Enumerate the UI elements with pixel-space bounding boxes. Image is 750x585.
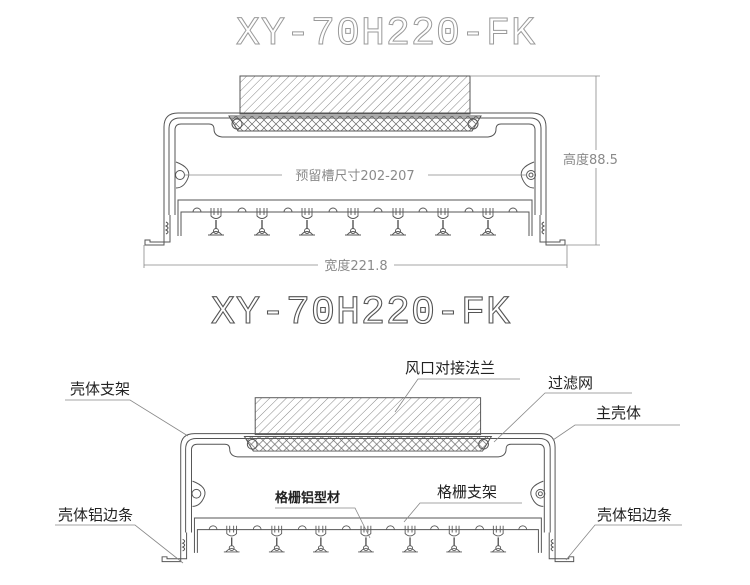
- leader-grille-profile: [275, 507, 371, 539]
- leader-shell-bracket: [65, 399, 189, 437]
- top-title: XY-70H220-FK: [236, 12, 536, 57]
- leader-filter: [493, 392, 632, 443]
- label-grille-profile: 格栅铝型材: [275, 490, 340, 506]
- leader-grille-bracket: [403, 502, 522, 523]
- label-filter: 过滤网: [548, 374, 593, 392]
- label-edge-strip-left: 壳体铝边条: [58, 506, 133, 524]
- leader-flange: [394, 378, 520, 413]
- leader-edge-strip-right: [565, 524, 682, 561]
- bottom-cross-section: [162, 398, 574, 562]
- label-shell-bracket: 壳体支架: [70, 380, 130, 398]
- slot-dimension-label: 预留槽尺寸202-207: [295, 169, 414, 184]
- leader-edge-strip-left: [55, 524, 184, 564]
- width-dimension-label: 宽度221.8: [324, 258, 387, 274]
- height-dimension-label: 高度88.5: [563, 152, 618, 168]
- label-edge-strip-right: 壳体铝边条: [597, 506, 672, 524]
- label-main-shell: 主壳体: [596, 404, 641, 422]
- top-cross-section: [145, 76, 565, 245]
- bottom-title: XY-70H220-FK: [211, 291, 511, 336]
- label-grille-bracket: 格栅支架: [437, 483, 497, 501]
- label-flange: 风口对接法兰: [405, 359, 495, 377]
- leader-main-shell: [552, 424, 680, 441]
